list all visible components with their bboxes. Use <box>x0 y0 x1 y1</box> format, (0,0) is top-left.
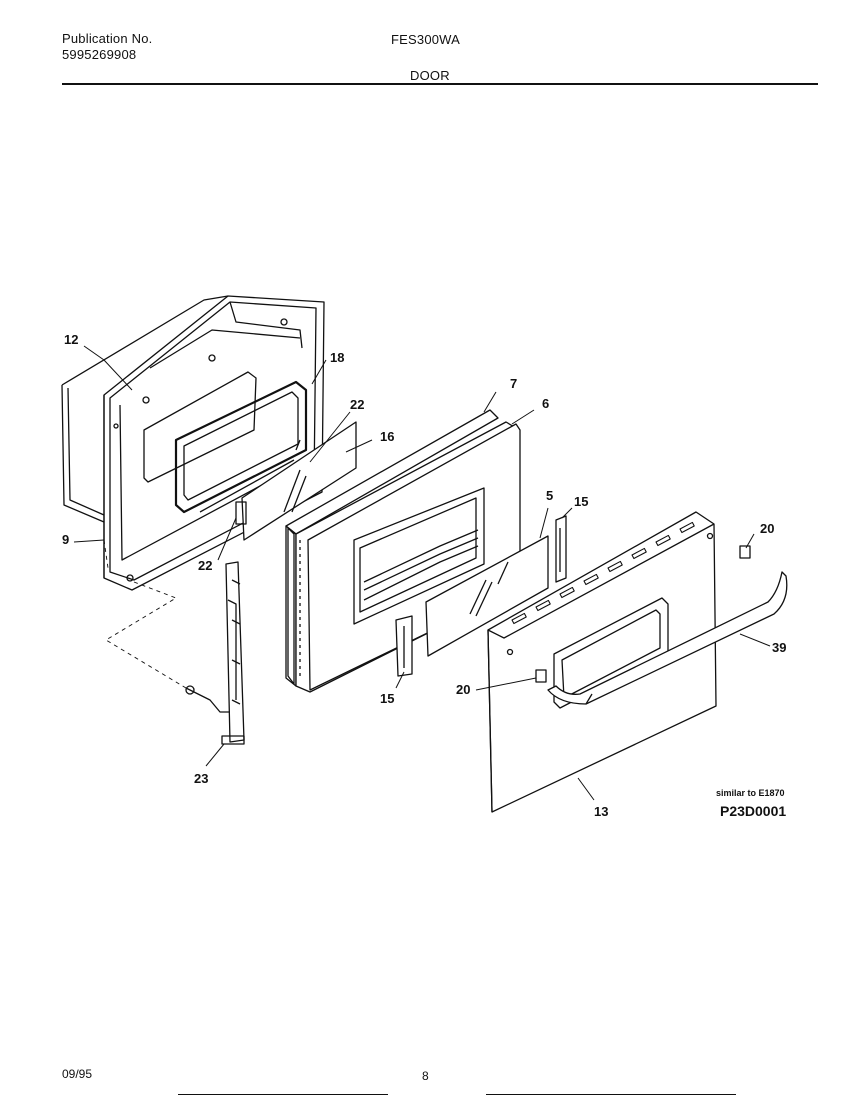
footer-rule-right <box>486 1094 736 1095</box>
similar-to-note: similar to E1870 <box>716 788 785 798</box>
callout-12: 12 <box>64 332 78 347</box>
callout-7: 7 <box>510 376 517 391</box>
callout-9: 9 <box>62 532 69 547</box>
inner-glass-panel <box>235 421 357 541</box>
model-number: FES300WA <box>391 32 461 47</box>
handle-bracket-left <box>535 669 547 683</box>
section-title: DOOR <box>410 68 450 83</box>
callout-16: 16 <box>380 429 394 444</box>
outer-glass <box>425 535 549 657</box>
handle-bracket-right <box>739 545 751 559</box>
callout-39: 39 <box>772 640 786 655</box>
publication-number: 5995269908 <box>62 47 137 62</box>
callout-6: 6 <box>542 396 549 411</box>
diagram-code: P23D0001 <box>720 803 787 819</box>
callout-13: 13 <box>594 804 608 819</box>
callout-20-right: 20 <box>760 521 774 536</box>
glass-clip-left <box>395 615 413 677</box>
glass-clip-right <box>555 515 567 583</box>
page-number: 8 <box>422 1069 429 1083</box>
callout-15-right: 15 <box>574 494 588 509</box>
leader-lines <box>73 345 771 801</box>
footer-rule-left <box>178 1094 388 1095</box>
callout-23: 23 <box>194 771 208 786</box>
callout-22-top: 22 <box>350 397 364 412</box>
inner-door-liner <box>61 295 325 591</box>
callout-5: 5 <box>546 488 553 503</box>
door-handle <box>547 571 788 705</box>
callout-18: 18 <box>330 350 344 365</box>
publication-label: Publication No. <box>62 31 153 46</box>
outer-door-panel <box>487 511 717 813</box>
callout-20-left: 20 <box>456 682 470 697</box>
door-hinge <box>185 561 245 745</box>
footer-date: 09/95 <box>62 1067 93 1081</box>
callout-15-left: 15 <box>380 691 394 706</box>
callout-22-bottom: 22 <box>198 558 212 573</box>
header-rule <box>62 83 818 85</box>
door-frame-assembly <box>285 409 521 693</box>
